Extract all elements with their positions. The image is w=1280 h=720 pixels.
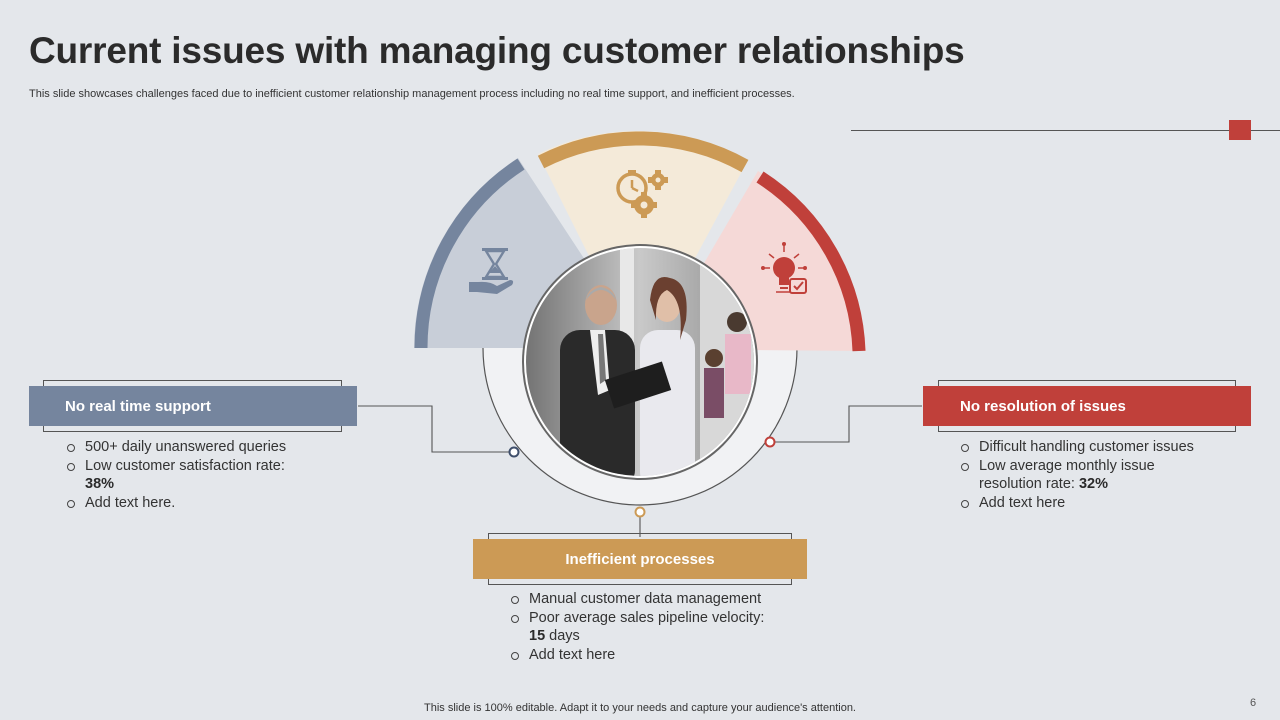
connector-dot-right: [766, 438, 775, 447]
list-item: Difficult handling customer issues: [960, 438, 1210, 457]
left-bullet-list: 500+ daily unanswered queries Low custom…: [66, 438, 296, 512]
connector-left: [358, 406, 510, 452]
connector-right: [773, 406, 922, 442]
bottom-bullet-list: Manual customer data management Poor ave…: [510, 590, 780, 664]
bottom-heading: Inefficient processes: [473, 539, 807, 579]
list-item: Low customer satisfaction rate: 38%: [66, 457, 296, 494]
list-item: Manual customer data management: [510, 590, 780, 609]
list-item: 500+ daily unanswered queries: [66, 438, 296, 457]
connector-dot-bottom: [636, 508, 645, 517]
left-heading-text: No real time support: [65, 398, 211, 415]
list-item: Low average monthly issue resolution rat…: [960, 457, 1210, 494]
list-item: Poor average sales pipeline velocity: 15…: [510, 609, 780, 646]
list-item: Add text here: [510, 646, 780, 665]
bottom-heading-text: Inefficient processes: [565, 551, 714, 568]
list-item: Add text here: [960, 494, 1210, 513]
page-number: 6: [1250, 697, 1256, 709]
right-bullet-list: Difficult handling customer issues Low a…: [960, 438, 1210, 512]
right-heading: No resolution of issues: [923, 386, 1251, 426]
left-heading: No real time support: [29, 386, 357, 426]
footer-text: This slide is 100% editable. Adapt it to…: [0, 702, 1280, 714]
connector-dot-left: [510, 448, 519, 457]
list-item: Add text here.: [66, 494, 296, 513]
right-heading-text: No resolution of issues: [960, 398, 1126, 415]
